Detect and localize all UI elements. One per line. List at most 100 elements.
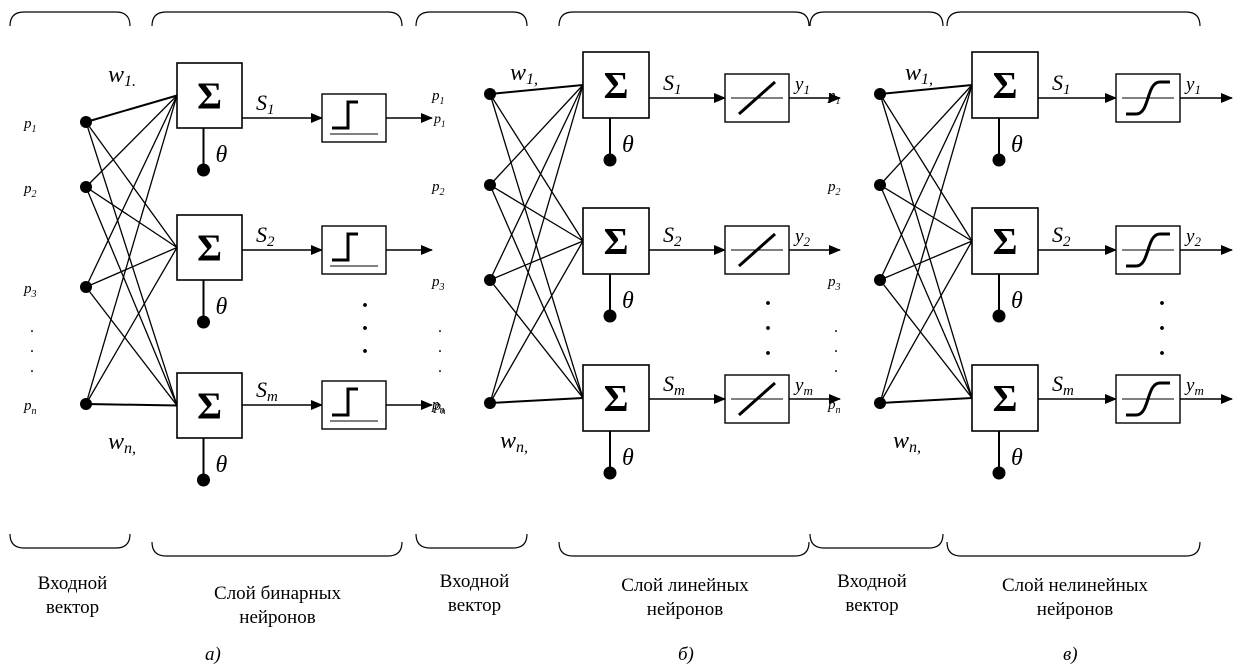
panel-a-input-node-2	[80, 181, 92, 193]
panel-b-input-label-3: p3	[431, 274, 445, 293]
panel-a-bias-node-2	[197, 315, 210, 329]
panel-c-layer-brace-top	[946, 11, 1201, 27]
panel-c-activation-3-sigmoid-curve	[1126, 381, 1170, 417]
panel-c-input-brace-bottom	[809, 533, 944, 549]
panel-b-sum-symbol-1: Σ	[604, 65, 629, 107]
panel-c-input-node-4	[874, 397, 886, 409]
panel-c-input-caption-line2: вектор	[845, 595, 899, 616]
panel-a-layer-caption-line2: нейронов	[239, 607, 316, 628]
panel-b-layer-brace-top	[558, 11, 810, 27]
panel-a-theta-1: θ	[216, 142, 228, 168]
panel-b-label: б)	[678, 644, 694, 665]
panel-c-sum-symbol-2: Σ	[993, 221, 1018, 263]
panel-a-weight-label-bottom: wn,	[108, 429, 136, 457]
panel-a-input-brace-bottom	[9, 533, 131, 549]
panel-c-weight-line-2-2	[879, 279, 973, 399]
panel-c-s-label-3: Sm	[1052, 371, 1074, 399]
panel-a-layer-caption: Слой бинарных нейронов	[150, 582, 405, 630]
panel-a-layer-brace-top	[151, 11, 403, 27]
panel-a-weight-line-2-2	[85, 286, 178, 406]
panel-a-weight-line-2-1	[85, 246, 178, 288]
panel-b-activation-1-linear-curve	[738, 80, 776, 116]
panel-c-weight-line-3-0	[879, 84, 973, 404]
panel-b-output-label-2: y2	[793, 226, 810, 249]
panel-c-input-ellipsis-1: .	[834, 339, 838, 356]
panel-b-weight-line-2-2	[489, 279, 584, 399]
panel-b-input-node-3	[484, 274, 496, 286]
panel-c-theta-2: θ	[1011, 288, 1023, 314]
panel-b-input-node-1	[484, 88, 496, 100]
panel-b-weight-line-1-1	[489, 184, 584, 242]
panel-a-neuron-ellipsis-0: .	[362, 287, 368, 313]
panel-b-weight-line-1-2	[489, 184, 584, 399]
panel-b-sum-box-3	[582, 364, 650, 432]
panel-a-theta-2: θ	[216, 294, 228, 320]
panel-a-weight-line-3-0	[85, 95, 178, 405]
panel-c-output-label-3: ym	[1184, 375, 1204, 398]
panel-a-sum-box-1	[176, 62, 243, 129]
panel-b-weight-line-0-1	[489, 93, 584, 242]
panel-a-activation-3-step-curve	[332, 387, 358, 417]
panel-b-input-label-2: p2	[431, 179, 445, 198]
panel-b-activation-3-linear-curve	[738, 381, 776, 417]
panel-a-bias-node-3	[197, 473, 210, 487]
panel-a-sum-symbol-1: Σ	[197, 76, 222, 118]
panel-c-input-brace-top	[809, 11, 944, 27]
panel-c-input-caption: Входной вектор	[812, 570, 932, 618]
panel-c-input-label-4: pn	[827, 397, 841, 416]
panel-b-input-brace-bottom	[415, 533, 528, 549]
panel-c-input-caption-line1: Входной	[837, 571, 907, 592]
panel-c-input-node-1	[874, 88, 886, 100]
panel-c-weight-line-1-0	[879, 84, 973, 186]
panel-a-weight-label-top: w1.	[108, 62, 136, 90]
panel-c-layer-caption: Слой нелинейных нейронов	[950, 574, 1200, 622]
panel-a-s-label-1: S1	[256, 90, 275, 118]
panel-c-weight-line-3-2	[879, 397, 973, 404]
panel-a-weight-line-3-2	[85, 403, 178, 407]
panel-a-s-label-2: S2	[256, 222, 275, 250]
panel-c-sum-symbol-3: Σ	[993, 378, 1018, 420]
panel-c-label: в)	[1063, 644, 1078, 665]
panel-c-sum-symbol-1: Σ	[993, 65, 1018, 107]
panel-c-bias-node-1	[992, 153, 1006, 167]
panel-b-layer-brace-bottom	[558, 541, 810, 557]
panel-c-neuron-ellipsis-2: .	[1159, 335, 1165, 361]
panel-a-bias-node-1	[197, 163, 210, 177]
panel-c-weight-line-0-1	[879, 93, 973, 242]
panel-b-sum-symbol-3: Σ	[604, 378, 629, 420]
panel-b-input-brace-top	[415, 11, 528, 27]
panel-a-neuron-ellipsis-1: .	[362, 310, 368, 336]
panel-b-input-node-4	[484, 397, 496, 409]
panel-a-input-caption-line1: Входной	[37, 573, 108, 594]
panel-c-input-ellipsis-0: .	[834, 319, 838, 336]
panel-a-sum-box-2	[176, 214, 243, 281]
panel-a-input-ellipsis-1: .	[30, 339, 34, 356]
panel-c-weight-line-2-1	[879, 240, 973, 281]
panel-b-input-ellipsis-1: .	[438, 339, 442, 356]
panel-a-output-label-1: p1	[433, 112, 446, 129]
panel-c-input-label-3: p3	[827, 274, 841, 293]
panel-b-neuron-ellipsis-2: .	[765, 335, 771, 361]
panel-c-weight-line-0-0	[879, 84, 973, 95]
panel-c-neuron-ellipsis-0: .	[1159, 285, 1165, 311]
panel-c-layer-brace-bottom	[946, 541, 1201, 557]
panel-b-input-caption-line1: Входной	[439, 571, 510, 592]
panel-a-weight-line-3-1	[85, 247, 178, 405]
panel-a-input-node-3	[80, 281, 92, 293]
panel-c-input-node-3	[874, 274, 886, 286]
panel-a-s-label-3: Sm	[256, 377, 278, 405]
panel-b-layer-caption-line1: Слой линейных	[621, 575, 749, 596]
panel-b-output-label-3: ym	[793, 375, 813, 398]
panel-a-layer-caption-line1: Слой бинарных	[214, 583, 341, 604]
panel-c-input-ellipsis-2: .	[834, 359, 838, 376]
panel-b-weight-line-3-2	[489, 397, 584, 404]
panel-c-weight-line-1-1	[879, 184, 973, 242]
panel-b-activation-2-linear-curve	[738, 232, 776, 268]
panel-a-weight-line-2-0	[85, 95, 178, 288]
panel-a-input-node-4	[80, 398, 92, 410]
panel-b-weight-line-3-0	[489, 84, 584, 404]
panel-c-input-label-2: p2	[827, 179, 841, 198]
panel-c-layer-caption-line1: Слой нелинейных	[1001, 575, 1149, 596]
panel-c-weight-label-bottom: wn,	[893, 428, 921, 456]
